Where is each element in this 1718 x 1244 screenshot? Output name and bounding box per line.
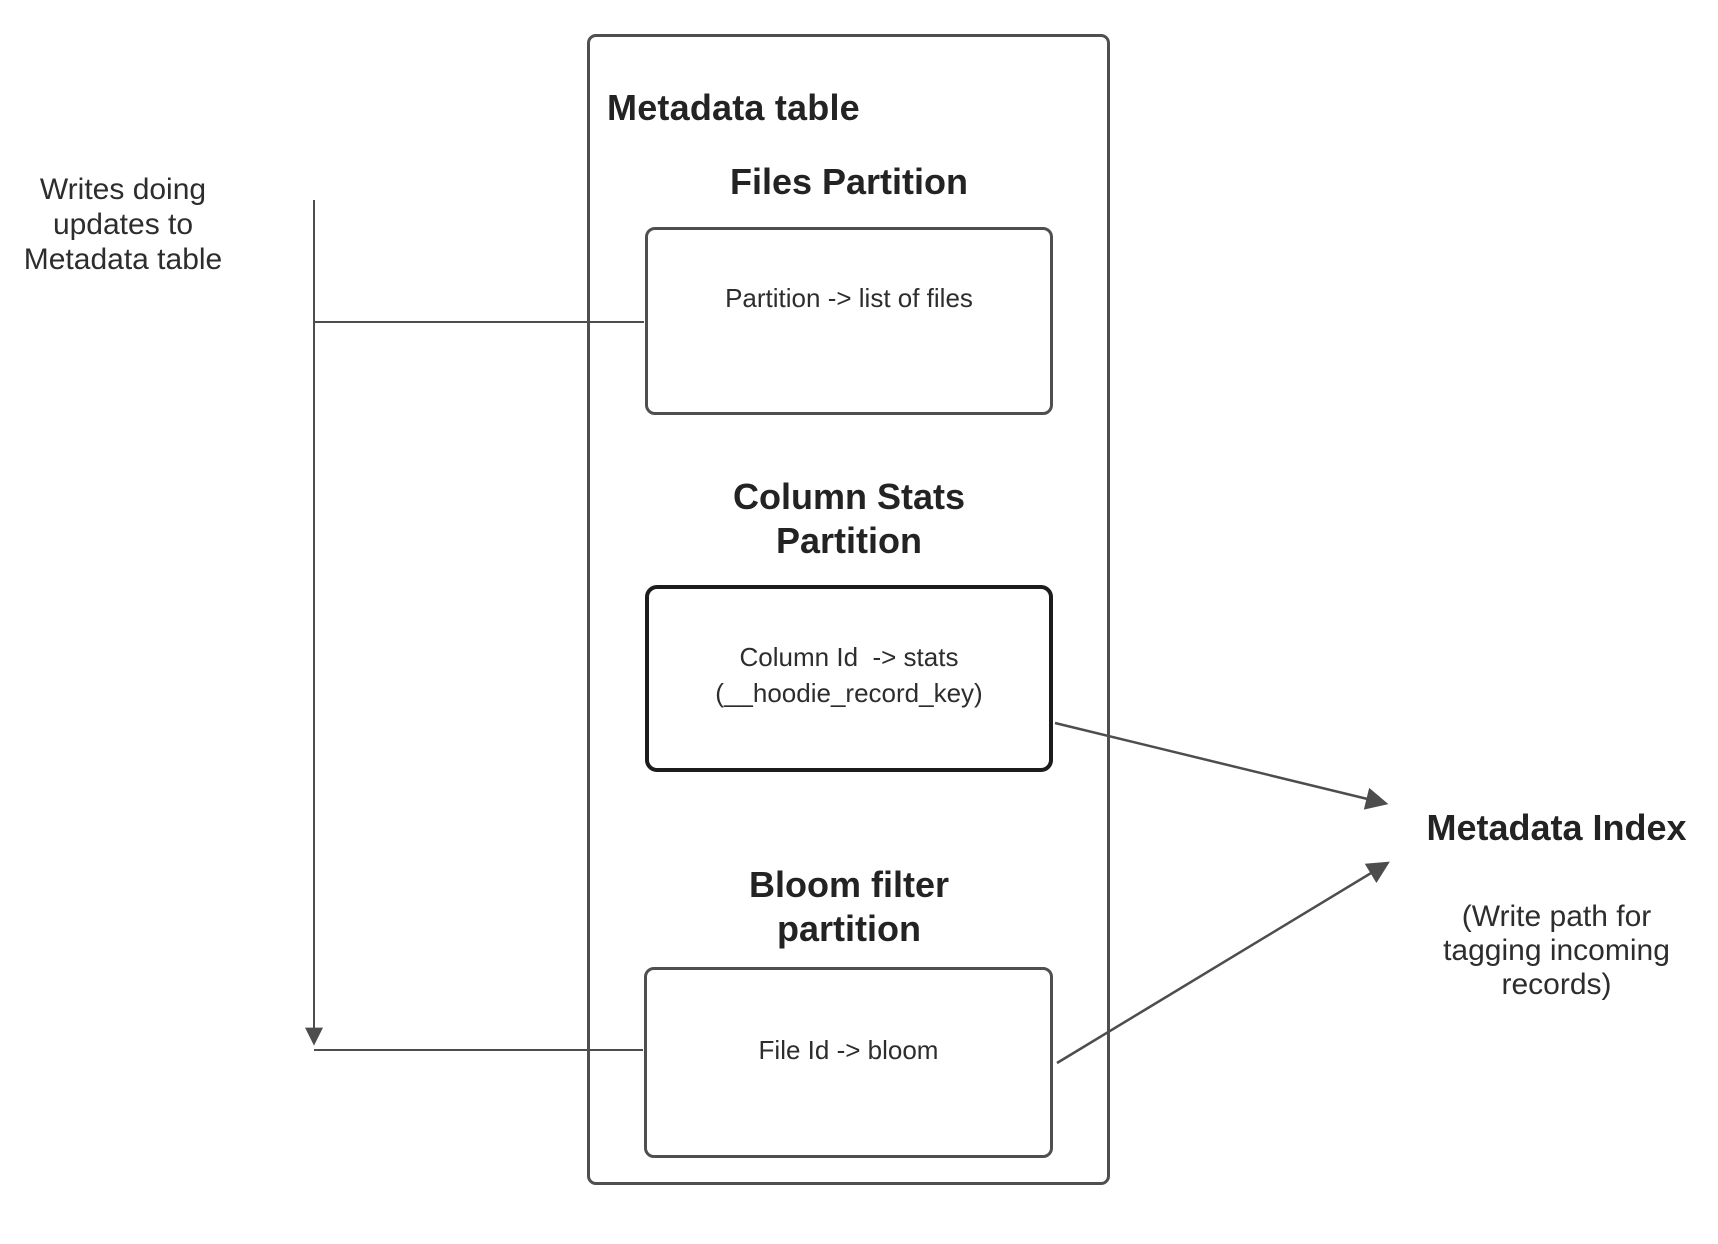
files-partition-box: Partition -> list of files — [645, 227, 1053, 415]
writes-annotation-label: Writes doing updates to Metadata table — [23, 173, 223, 276]
metadata-table-container — [587, 34, 1110, 1185]
bloom-filter-partition-heading: Bloom filter partition — [748, 864, 949, 949]
metadata-index-title: Metadata Index — [1426, 807, 1687, 848]
bloom-filter-partition-mapping: File Id -> bloom — [758, 1035, 939, 1065]
column-stats-partition-box: Column Id -> stats (__hoodie_record_key) — [645, 585, 1053, 772]
column-stats-partition-mapping: Column Id -> stats (__hoodie_record_key) — [715, 642, 983, 708]
files-partition-heading: Files Partition — [729, 161, 969, 202]
files-partition-mapping: Partition -> list of files — [725, 283, 973, 313]
column-stats-partition-heading: Column Stats Partition — [732, 476, 965, 561]
metadata-index-subtitle: (Write path for tagging incoming records… — [1443, 900, 1670, 1001]
bloom-filter-partition-box: File Id -> bloom — [644, 967, 1053, 1158]
metadata-table-title: Metadata table — [607, 87, 860, 128]
